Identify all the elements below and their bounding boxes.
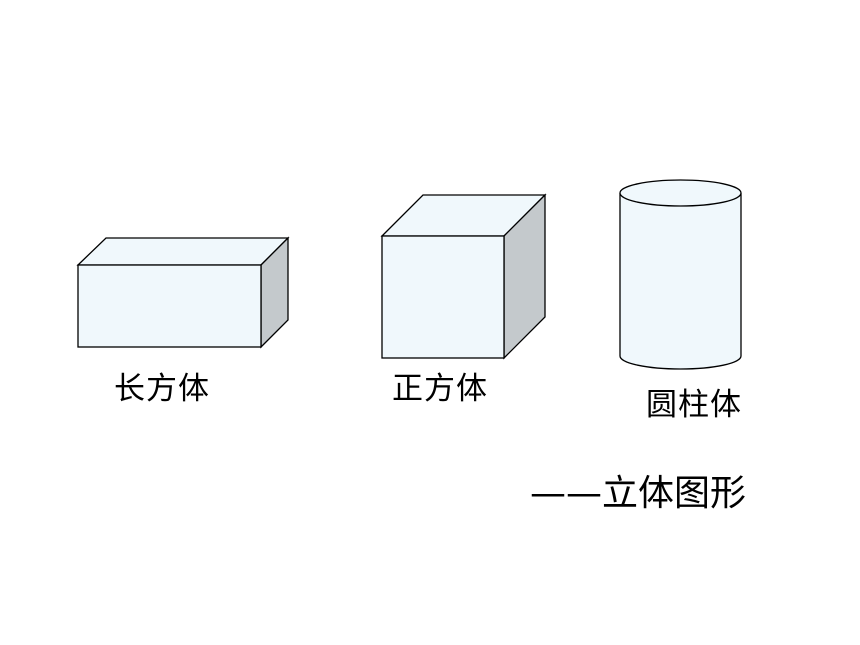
cuboid-shape	[76, 236, 290, 349]
cube-front-face	[381, 235, 505, 359]
cuboid-front-face	[77, 264, 262, 348]
cube-shape	[380, 193, 547, 360]
category-caption: ——立体图形	[530, 473, 747, 514]
cuboid-label: 长方体	[114, 371, 210, 407]
cylinder-shape	[619, 179, 742, 370]
cube-label: 正方体	[392, 371, 488, 407]
cylinder-top-face	[619, 179, 742, 207]
cylinder-body	[619, 193, 742, 370]
cylinder-label: 圆柱体	[646, 387, 742, 423]
cuboid-top-face	[76, 237, 290, 266]
